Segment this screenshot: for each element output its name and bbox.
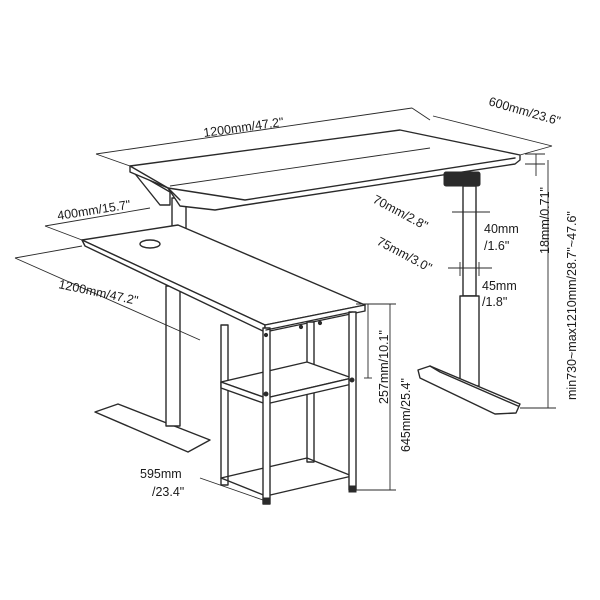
label-upper-column-depth-a: 40mm [484,222,519,236]
label-shelf-height: 645mm/25.4" [399,378,413,452]
right-leg [417,171,521,415]
label-shelf-width-b: /23.4" [152,485,184,499]
label-top-depth: 600mm/23.6" [487,94,562,128]
return-leg [165,285,181,427]
label-upper-column-depth-b: /1.6" [484,239,509,253]
label-return-length: 1200mm/47.2" [57,277,139,308]
control-panel [443,171,481,187]
label-lower-column-depth-a: 45mm [482,279,517,293]
label-shelf-width-a: 595mm [140,467,182,481]
label-lower-column-depth-b: /1.8" [482,295,507,309]
shelf-unit [220,311,357,505]
label-shelf-gap: 257mm/10.1" [377,330,391,404]
return-desktop [81,224,366,333]
label-top-width: 1200mm/47.2" [202,115,284,140]
dimension-lines [14,107,556,501]
label-height-range: min730~max1210mm/28.7"~47.6" [565,211,579,400]
label-top-thickness: 18mm/0.71" [538,187,552,254]
return-base-plate [94,403,211,453]
main-desktop [129,129,521,211]
label-lower-column: 75mm/3.0" [375,234,435,275]
label-upper-column: 70mm/2.8" [371,192,431,233]
cable-grommet [139,239,161,249]
label-return-depth: 400mm/15.7" [56,198,131,223]
